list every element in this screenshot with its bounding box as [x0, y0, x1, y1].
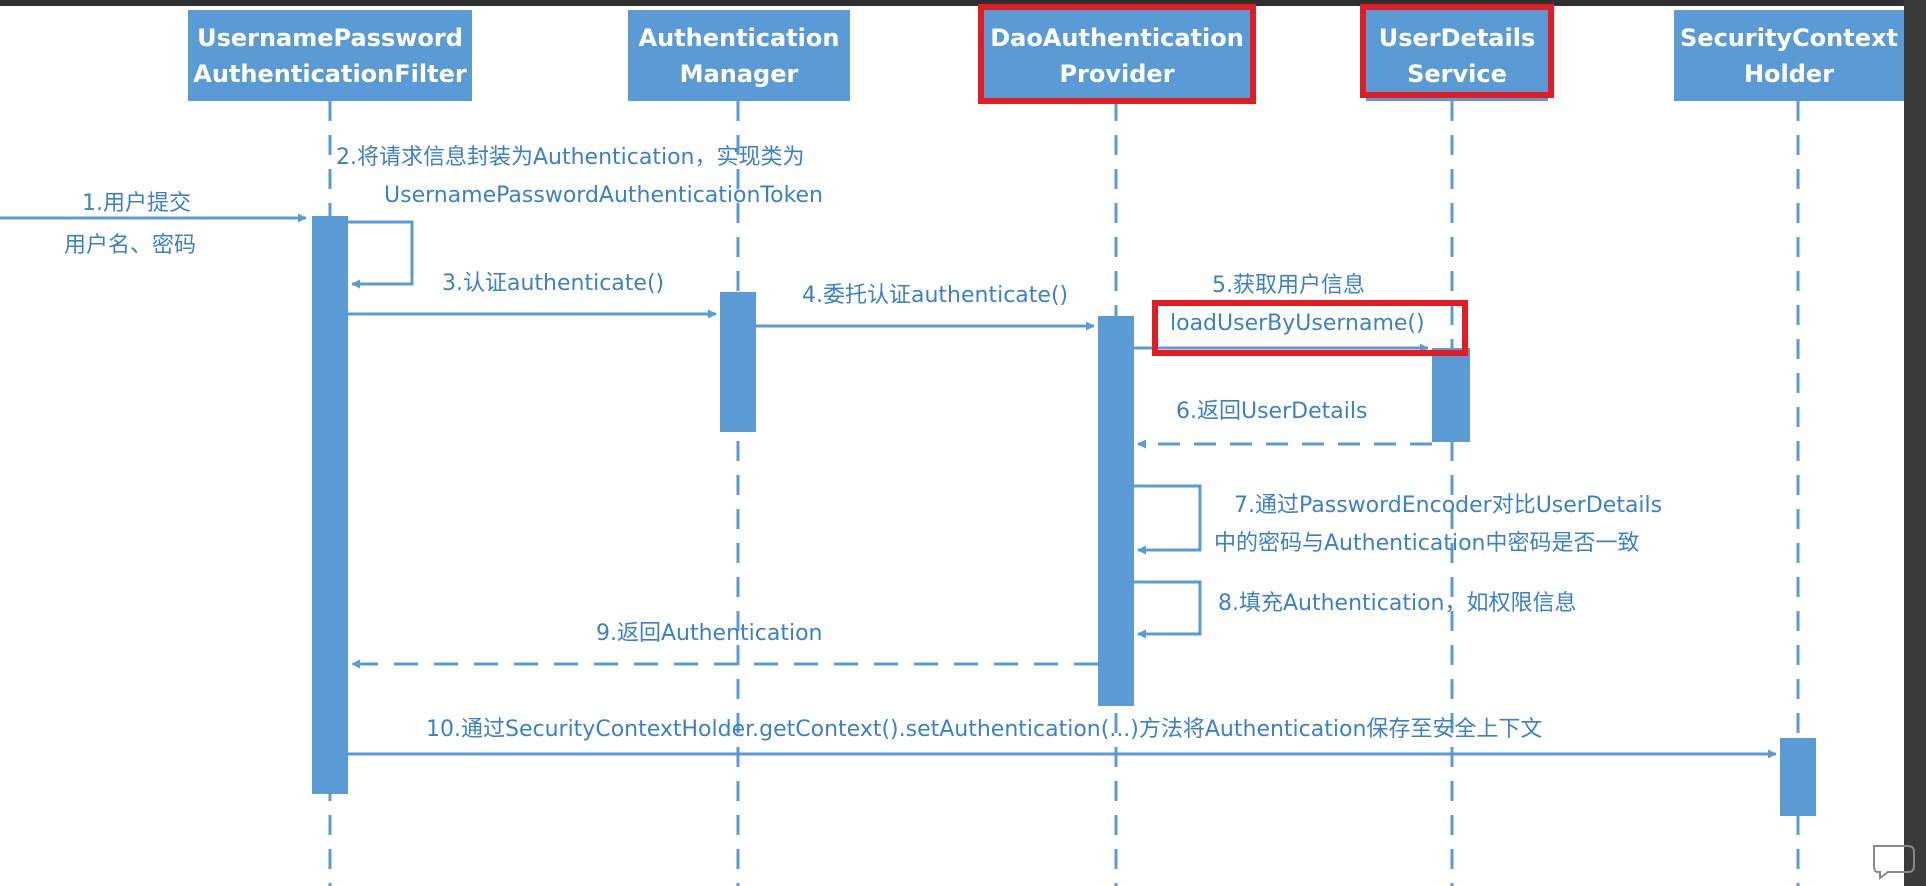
participant-filter: UsernamePassword AuthenticationFilter: [188, 10, 472, 101]
activation-manager: [720, 292, 756, 432]
participant-context-line2: Holder: [1743, 59, 1835, 88]
participant-filter-line1: UsernamePassword: [197, 23, 463, 52]
participant-userdetails-line1: UserDetails: [1378, 23, 1536, 52]
activation-userdetails: [1432, 348, 1470, 442]
message-4: 4.委托认证authenticate(): [802, 283, 1069, 308]
message-10: 10.通过SecurityContextHolder.getContext().…: [426, 717, 1543, 742]
participant-manager-line2: Manager: [679, 59, 799, 88]
arrow-m8: [1134, 580, 1202, 639]
participant-manager: Authentication Manager: [628, 10, 850, 101]
participant-userdetails-line2: Service: [1407, 59, 1507, 88]
activation-context: [1780, 738, 1816, 816]
message-3: 3.认证authenticate(): [442, 271, 665, 296]
message-1-line1: 1.用户提交: [82, 191, 191, 216]
message-8: 8.填充Authentication，如权限信息: [1218, 591, 1577, 616]
highlight-userdetails: [1360, 4, 1554, 98]
message-1-line2: 用户名、密码: [64, 233, 197, 258]
message-9: 9.返回Authentication: [596, 621, 823, 646]
arrow-m2: [348, 220, 414, 289]
message-7-line2: 中的密码与Authentication中密码是否一致: [1214, 531, 1640, 556]
message-5-line2: loadUserByUsername(): [1170, 311, 1425, 336]
message-2-line1: 2.将请求信息封装为Authentication，实现类为: [336, 145, 805, 170]
activation-provider: [1098, 316, 1134, 706]
highlight-loaduser: [1152, 300, 1468, 356]
activation-filter: [312, 216, 348, 794]
participant-context-line1: SecurityContext: [1680, 23, 1898, 52]
message-2-line2: UsernamePasswordAuthenticationToken: [384, 183, 824, 208]
participant-filter-line2: AuthenticationFilter: [193, 59, 467, 88]
message-6: 6.返回UserDetails: [1176, 399, 1368, 424]
participant-provider-line2: Provider: [1059, 59, 1175, 88]
participant-manager-line1: Authentication: [638, 23, 840, 52]
participant-context: SecurityContext Holder: [1674, 10, 1904, 101]
message-5-line1: 5.获取用户信息: [1212, 273, 1365, 298]
window-right-bar: [1904, 0, 1926, 886]
participant-userdetails: UserDetails Service: [1366, 10, 1548, 101]
message-7-line1: 7.通过PasswordEncoder对比UserDetails: [1234, 493, 1663, 518]
participant-provider-line1: DaoAuthentication: [990, 23, 1244, 52]
arrow-m7: [1134, 484, 1202, 555]
chat-bubble-icon: [1873, 845, 1915, 880]
highlight-provider: [978, 4, 1256, 104]
participant-provider: DaoAuthentication Provider: [984, 10, 1250, 101]
window-top-bar: [0, 0, 1926, 6]
